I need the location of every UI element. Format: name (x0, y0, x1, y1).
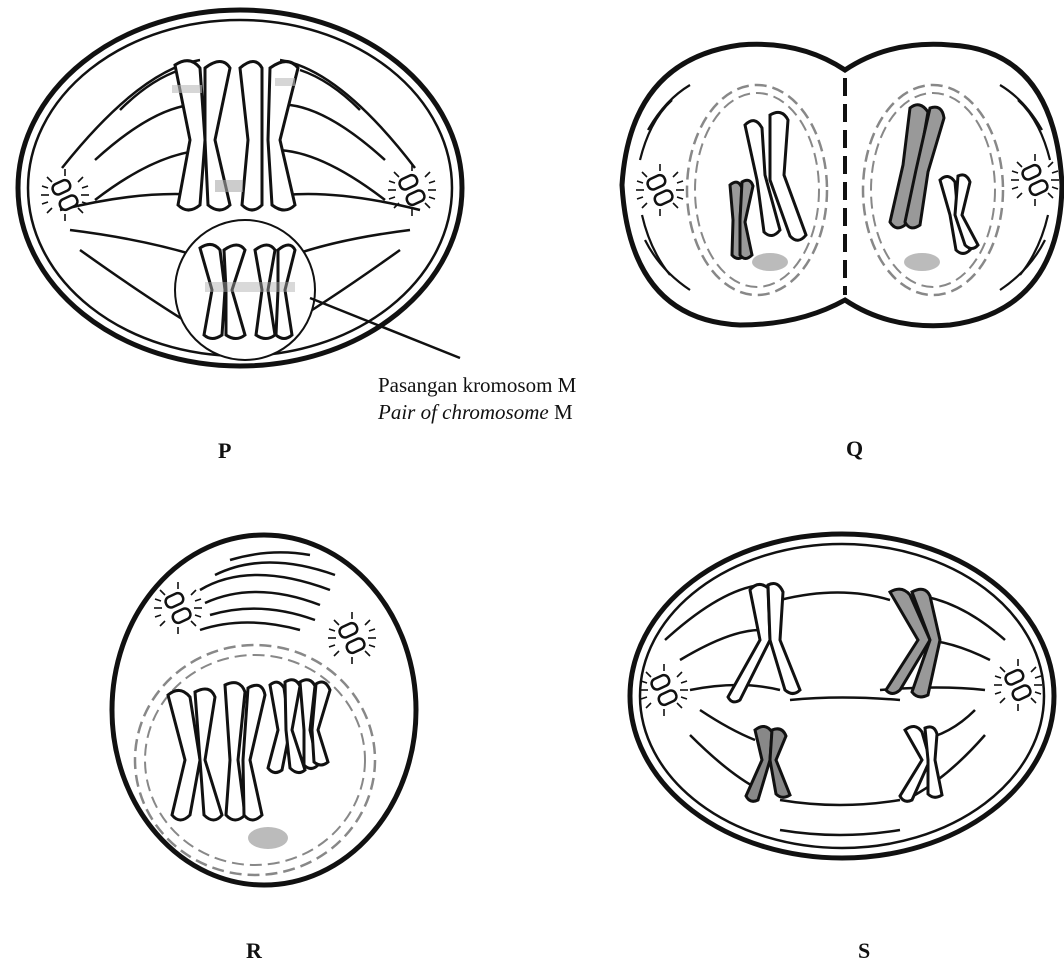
panel-label-s: S (858, 938, 870, 964)
chromosome-m-annotation: Pasangan kromosom M Pair of chromosome M (378, 372, 576, 426)
panel-label-p: P (218, 438, 231, 464)
panel-label-q: Q (846, 436, 863, 462)
cell-p (18, 10, 462, 366)
cell-s (630, 534, 1054, 858)
panel-label-r: R (246, 938, 262, 964)
cell-q (622, 44, 1062, 325)
cell-r (112, 535, 416, 885)
annotation-english: Pair of chromosome M (378, 399, 576, 426)
annotation-malay: Pasangan kromosom M (378, 372, 576, 399)
